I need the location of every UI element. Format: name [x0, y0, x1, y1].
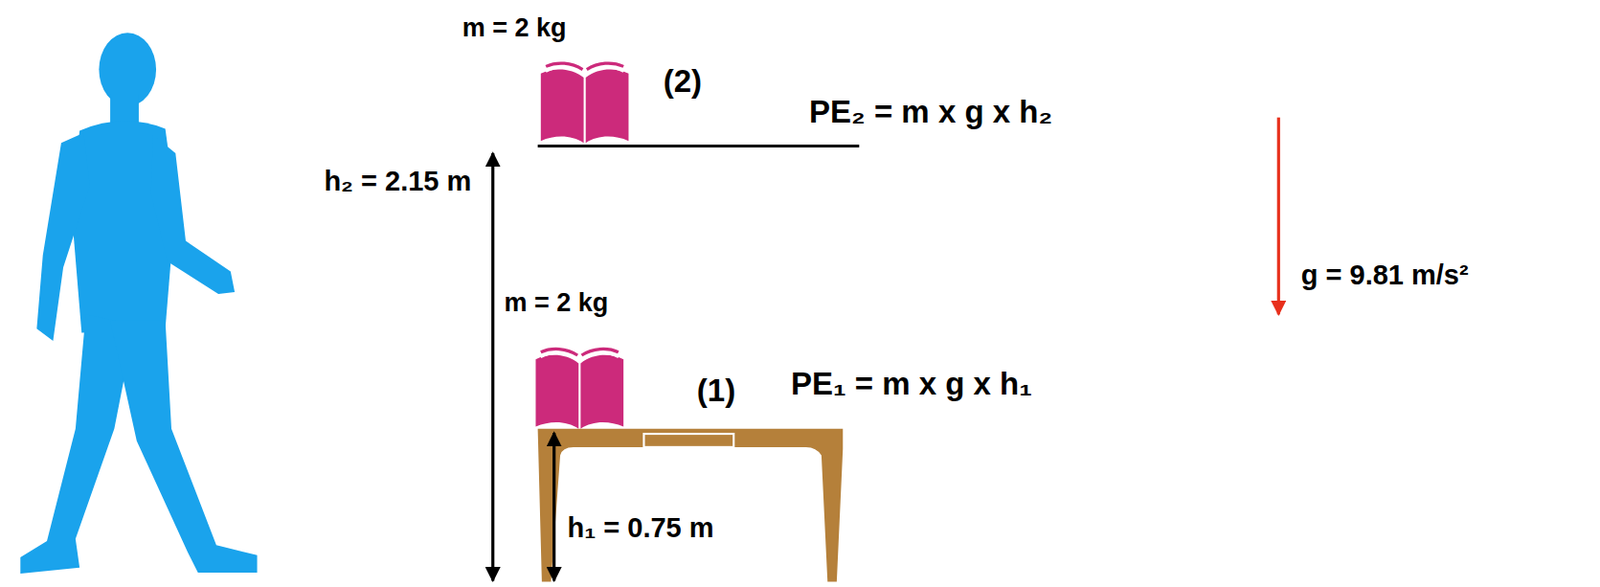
gravity-arrow — [1277, 117, 1281, 316]
callout-number: (1) — [697, 372, 736, 409]
shelf-line — [538, 144, 860, 148]
table-drawer — [643, 433, 734, 448]
mass-label: m = 2 kg — [503, 288, 609, 318]
book-icon — [535, 348, 624, 429]
dimension-label: h₁ = 0.75 m — [567, 512, 715, 544]
person-silhouette — [20, 32, 257, 574]
table — [538, 428, 844, 583]
book-icon — [540, 63, 630, 143]
callout-number: (2) — [663, 63, 702, 100]
mass-label: m = 2 kg — [462, 13, 567, 44]
person-back-arm — [36, 133, 90, 341]
dimension-label: h₂ = 2.15 m — [323, 165, 472, 198]
gravity-label: g = 9.81 m/s² — [1301, 259, 1469, 292]
height-arrow — [552, 432, 556, 582]
person-front-arm — [151, 135, 235, 294]
person-front-leg — [110, 320, 257, 573]
height-arrow — [491, 153, 495, 582]
formula-label: PE₁ = m x g x h₁ — [790, 365, 1033, 403]
formula-label: PE₂ = m x g x h₂ — [809, 93, 1053, 131]
